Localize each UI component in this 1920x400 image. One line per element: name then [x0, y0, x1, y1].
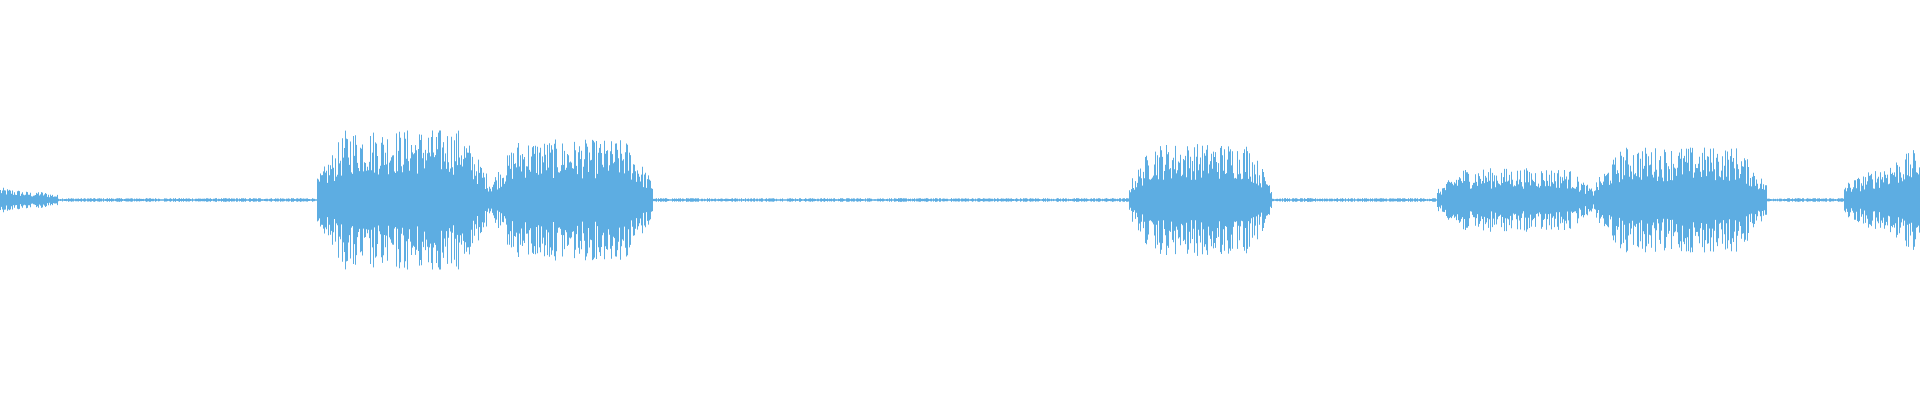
waveform-samples: [0, 130, 1920, 270]
waveform-bars: [0, 130, 1920, 270]
